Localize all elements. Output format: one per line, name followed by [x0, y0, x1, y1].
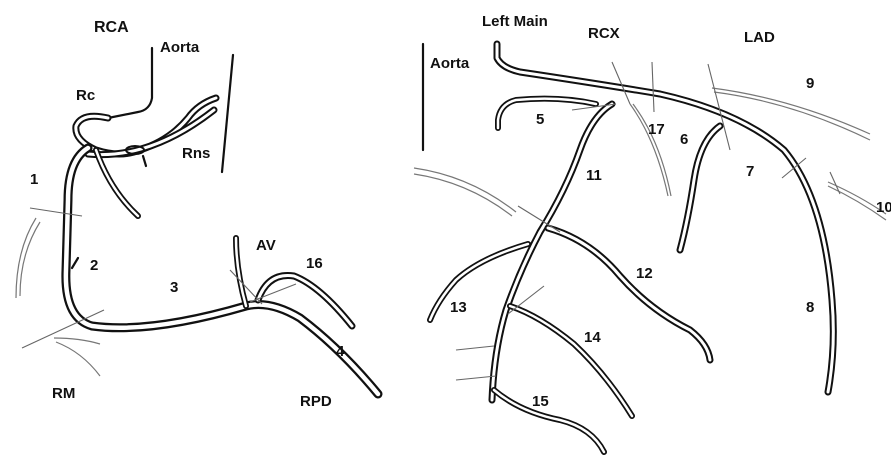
rcx-system [414, 99, 710, 452]
label-rpd: RPD [300, 393, 332, 410]
rca-panel: RCA Aorta Rc Rns 1 2 3 AV 16 4 RM RPD [16, 19, 378, 410]
label-segment-5: 5 [536, 111, 544, 128]
divider-1-2 [30, 208, 82, 216]
label-lad: LAD [744, 29, 775, 46]
label-segment-7: 7 [746, 163, 754, 180]
label-segment-2: 2 [90, 257, 98, 274]
label-segment-11: 11 [586, 167, 602, 184]
divider-13 [456, 346, 494, 350]
label-segment-15: 15 [532, 393, 549, 410]
label-rcx: RCX [588, 25, 620, 42]
label-av: AV [256, 237, 276, 254]
label-segment-6: 6 [680, 131, 688, 148]
rca-trunk [16, 148, 378, 394]
label-rns: Rns [182, 145, 210, 162]
label-segment-14: 14 [584, 329, 601, 346]
label-left-main: Left Main [482, 13, 548, 30]
divider-rcx-1 [612, 62, 630, 104]
label-segment-4: 4 [336, 343, 345, 360]
label-segment-8: 8 [806, 299, 814, 316]
label-segment-16: 16 [306, 255, 323, 272]
divider-4-16 [250, 284, 296, 302]
label-segment-1: 1 [30, 171, 38, 188]
label-rm: RM [52, 385, 75, 402]
lca-panel: Left Main RCX LAD Aorta 9 5 17 6 7 10 11… [414, 13, 891, 452]
aorta-right-wall [222, 55, 233, 172]
label-segment-9: 9 [806, 75, 814, 92]
label-aorta-right: Aorta [430, 55, 470, 72]
divider-rcx-2 [652, 62, 654, 112]
label-segment-3: 3 [170, 279, 178, 296]
aorta-left-wall [108, 48, 152, 118]
label-aorta-left: Aorta [160, 39, 200, 56]
label-rc: Rc [76, 87, 95, 104]
label-segment-12: 12 [636, 265, 653, 282]
label-segment-17: 17 [648, 121, 665, 138]
label-rca: RCA [94, 19, 129, 36]
label-segment-10: 10 [876, 199, 891, 216]
label-segment-13: 13 [450, 299, 467, 316]
